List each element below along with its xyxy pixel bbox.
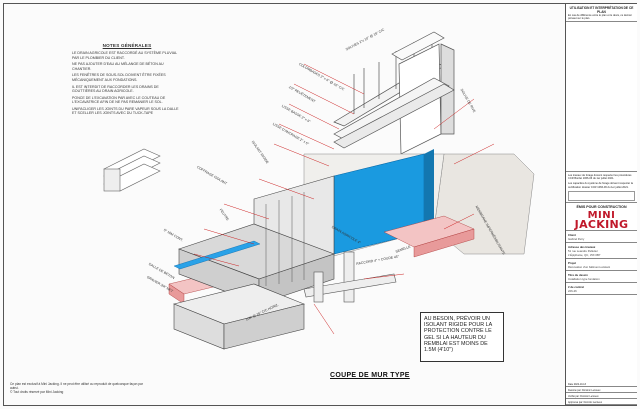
client-name: Gabriel Petry [568, 236, 585, 241]
title-block-heading: UTILISATION ET INTERPRÉTATION DE CE PLAN [569, 5, 634, 14]
leader-lines [193, 63, 495, 335]
note-item: LES FENÊTRES DE SOUS-SOL DOIVENT ÊTRE FI… [72, 73, 166, 82]
engineer-seal [568, 190, 635, 201]
company-logo: MINI JACKING [568, 209, 635, 231]
project-row: Projet Rénovation d'un bâtiment existant [566, 259, 637, 272]
work-address: 51 rue Leandre Pelletier L'Épiphanie, QC… [568, 248, 601, 257]
emission-status: ÉMIS POUR CONSTRUCTION [576, 204, 627, 209]
contract-number: 226-26 [568, 288, 577, 293]
frost-protection-note: AU BESOIN, PRÉVOIR UN ISOLANT RIGIDE POU… [420, 312, 504, 362]
wood-framing [333, 31, 455, 155]
revision-table: Date 2022-10-13 Dessiné par: Dominic Lem… [566, 381, 637, 405]
wall-section-drawing [103, 31, 535, 350]
joist-detail-icon [103, 148, 161, 192]
logo-line: JACKING [574, 217, 629, 231]
title-block: UTILISATION ET INTERPRÉTATION DE CE PLAN… [565, 4, 637, 405]
footing [173, 283, 305, 350]
compliance-note: Les travaux de forage doivent respecter … [568, 173, 632, 181]
address-row: Adresse des travaux 51 rue Leandre Pelle… [566, 243, 637, 260]
note-item: LE DRAIN AGRICOLE EST RACCORDÉ AU SYSTÈM… [72, 51, 178, 60]
field-label: Client [568, 232, 576, 237]
title-block-spacer [566, 22, 637, 173]
field-label: Adresse des travaux [568, 244, 596, 249]
copyright-footer: Ce plan est exclusif à Mini Jacking. Il … [10, 382, 150, 395]
rebar [265, 192, 305, 286]
rigid-insulation [173, 240, 261, 270]
note-item: NE PAS AJOUTER D'EAU AU MÉLANGE DE BÉTON… [72, 62, 164, 71]
emission-row: ÉMIS POUR CONSTRUCTION MINI JACKING [566, 203, 637, 232]
contract-row: # de contrat 226-26 [566, 283, 637, 296]
logo-line: MINI [587, 209, 616, 221]
revision-row: Vérifié par: Dominic Lemieux [566, 393, 637, 399]
general-notes: NOTES GÉNÉRALES LE DRAIN AGRICOLE EST RA… [72, 43, 182, 118]
title-block-compliance: Les travaux de forage doivent respecter … [566, 172, 637, 204]
footer-line: Ce plan est exclusif à Mini Jacking. Il … [10, 382, 143, 391]
field-label: Titre du dessin [568, 272, 588, 277]
client-row: Client Gabriel Petry [566, 231, 637, 244]
footer-line: © Tout droits réservé par Mini Jacking [10, 390, 64, 395]
project-name: Rénovation d'un bâtiment existant [568, 264, 611, 269]
revision-row: Dessiné par: Dominic Lemieux [566, 387, 637, 393]
compliance-note: Les capacités du système de forage doive… [568, 182, 633, 189]
field-label: # de contrat [568, 284, 584, 289]
revision-row: Approuvé par: Dominic Lemieux [566, 399, 637, 405]
title-block-note: En cas de différence entre le plan et le… [568, 13, 632, 20]
note-item: IL EST INTERDIT DE RACCORDER LES DRAINS … [72, 84, 159, 93]
drawing-title: COUPE DE MUR TYPE [330, 372, 410, 379]
note-item: PONCE DE L'EXCAVATION PAR AVEC LE COUTEA… [72, 95, 166, 104]
notes-title: NOTES GÉNÉRALES [102, 43, 152, 48]
title-block-header: UTILISATION ET INTERPRÉTATION DE CE PLAN… [566, 4, 637, 23]
revision-row: Date 2022-10-13 [566, 381, 637, 387]
field-label: Projet [568, 260, 576, 265]
drawing-name: Installation type fondation [568, 276, 600, 281]
drawing-title-row: Titre du dessin Installation type fondat… [566, 271, 637, 284]
note-item: UNIFACLIGER LES JOINTS DU PARE VAPEUR SO… [72, 106, 179, 116]
